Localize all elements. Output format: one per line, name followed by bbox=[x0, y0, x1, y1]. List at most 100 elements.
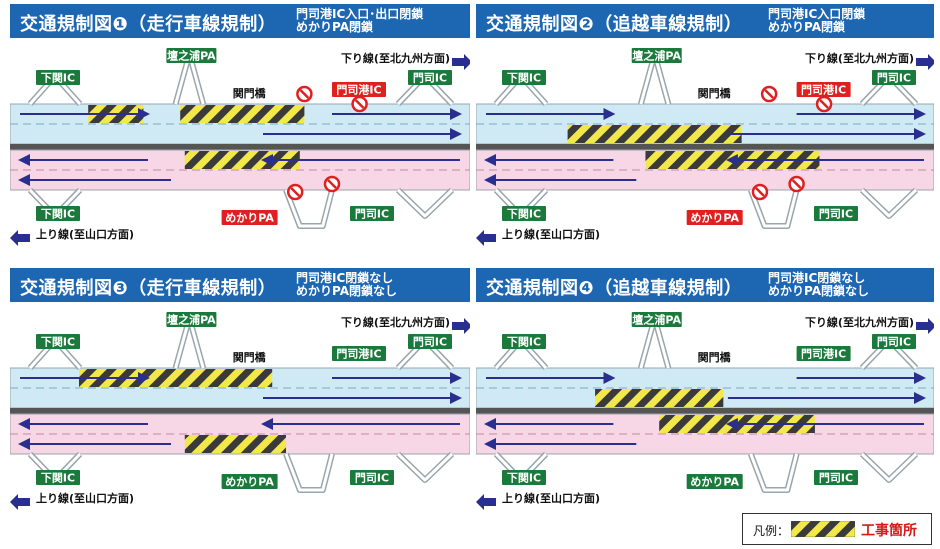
ic-label-shimonoseki-bottom-text: 下関IC bbox=[41, 208, 75, 221]
ramp-inner-5 bbox=[749, 189, 799, 228]
pa-label-dannoura-bg bbox=[631, 312, 682, 327]
ic-label-moji-bottom: 門司IC bbox=[350, 470, 394, 485]
pa-label-dannoura: 壇之浦PA bbox=[166, 312, 217, 327]
pa-label-dannoura-bg bbox=[166, 48, 217, 63]
ic-label-mojiko-text: 門司港IC bbox=[801, 83, 846, 97]
ic-label-mojiko: 門司港IC bbox=[332, 82, 386, 97]
ramp-inner-4 bbox=[860, 188, 918, 218]
closed-icon-mekari-b bbox=[788, 175, 805, 193]
ramp-inner-5 bbox=[284, 189, 334, 228]
ic-label-moji-bottom-text: 門司IC bbox=[355, 208, 389, 221]
down-lane-arrow bbox=[916, 54, 934, 70]
ic-label-shimonoseki-bottom-text: 下関IC bbox=[41, 472, 75, 485]
panel-header: 交通規制図❷（追越車線規制） 門司港IC入口閉鎖 めかりPA閉鎖 bbox=[476, 4, 934, 38]
ic-label-moji-top: 門司IC bbox=[408, 70, 452, 85]
closed-icon-mojiko-b-bar bbox=[819, 99, 829, 109]
panel-note: 門司港IC入口･出口閉鎖 めかりPA閉鎖 bbox=[296, 7, 424, 34]
legend-hatch-swatch bbox=[791, 521, 855, 537]
pa-label-mekari-text: めかりPA bbox=[690, 476, 739, 489]
ic-label-shimonoseki-top: 下関IC bbox=[36, 334, 80, 349]
construction-zone-0 bbox=[595, 389, 724, 407]
closed-icon-mojiko-a-bar bbox=[299, 89, 310, 99]
ic-label-mojiko-text: 門司港IC bbox=[336, 347, 381, 361]
bridge-label-kanmon: 関門橋 bbox=[233, 86, 267, 100]
construction-zone-1 bbox=[180, 105, 305, 123]
median bbox=[10, 144, 470, 150]
road-diagram: 下り線(至北九州方面)上り線(至山口方面)下関IC下関IC壇之浦PA関門橋門司I… bbox=[10, 312, 470, 510]
ic-label-moji-top-text: 門司IC bbox=[413, 72, 447, 85]
ic-label-shimonoseki-bottom-bg bbox=[36, 206, 80, 221]
ic-label-moji-top-bg bbox=[872, 334, 916, 349]
closed-icon-mojiko-b bbox=[351, 95, 368, 113]
ic-label-shimonoseki-top-text: 下関IC bbox=[41, 336, 75, 349]
down-lane-label: 下り線(至北九州方面) bbox=[341, 315, 450, 329]
ic-label-mojiko: 門司港IC bbox=[796, 346, 851, 361]
ic-label-moji-top-text: 門司IC bbox=[877, 336, 911, 349]
pa-label-mekari-bg bbox=[221, 474, 278, 489]
down-lane-arrow bbox=[916, 318, 934, 334]
pa-label-mekari-text: めかりPA bbox=[225, 476, 274, 489]
closed-icon-mekari-a bbox=[751, 183, 769, 201]
pa-label-dannoura-text: 壇之浦PA bbox=[632, 313, 681, 327]
ramp-inner-4 bbox=[396, 188, 454, 218]
pa-label-dannoura: 壇之浦PA bbox=[631, 312, 682, 327]
ic-label-shimonoseki-top-bg bbox=[36, 334, 80, 349]
pa-label-dannoura-text: 壇之浦PA bbox=[167, 313, 216, 327]
down-lane-arrow bbox=[452, 318, 470, 334]
ic-label-mojiko-text: 門司港IC bbox=[336, 83, 381, 97]
traffic-diagram-2: 交通規制図❷（追越車線規制） 門司港IC入口閉鎖 めかりPA閉鎖 下り線(至北九… bbox=[476, 4, 936, 266]
legend-label: 凡例： bbox=[753, 524, 790, 538]
ic-label-moji-bottom: 門司IC bbox=[814, 470, 858, 485]
pa-label-mekari-text: めかりPA bbox=[690, 212, 739, 225]
pa-label-mekari-bg bbox=[686, 210, 743, 225]
ramp-outline-4 bbox=[859, 187, 919, 219]
pa-label-dannoura-bg bbox=[631, 48, 682, 63]
ic-label-shimonoseki-bottom: 下関IC bbox=[502, 206, 546, 221]
road-diagram: 下り線(至北九州方面)上り線(至山口方面)下関IC下関IC壇之浦PA関門橋門司I… bbox=[476, 48, 934, 246]
construction-zone-0 bbox=[567, 125, 742, 143]
ic-label-moji-bottom: 門司IC bbox=[350, 206, 394, 221]
closed-icon-mojiko-a-bar bbox=[764, 89, 775, 99]
closed-icon-mojiko-b-bar bbox=[354, 99, 365, 109]
traffic-diagram-4: 交通規制図❹（追越車線規制） 門司港IC閉鎖なし めかりPA閉鎖なし 下り線(至… bbox=[476, 268, 936, 530]
ic-label-moji-bottom-bg bbox=[814, 470, 858, 485]
pa-label-dannoura-text: 壇之浦PA bbox=[167, 49, 216, 63]
up-lane-arrow bbox=[476, 230, 496, 246]
road-diagram: 下り線(至北九州方面)上り線(至山口方面)下関IC下関IC壇之浦PA関門橋門司I… bbox=[476, 312, 934, 510]
panel-header: 交通規制図❹（追越車線規制） 門司港IC閉鎖なし めかりPA閉鎖なし bbox=[476, 268, 934, 302]
ramp-inner-5 bbox=[749, 453, 799, 492]
up-lane-arrow bbox=[476, 494, 496, 510]
closed-icon-mojiko-a bbox=[760, 85, 778, 103]
closed-icon-mekari-a bbox=[286, 183, 304, 201]
ic-label-shimonoseki-bottom-text: 下関IC bbox=[507, 208, 541, 221]
closed-icon-mekari-b-bar bbox=[327, 179, 337, 189]
pa-label-mekari: めかりPA bbox=[686, 210, 743, 225]
pa-label-mekari-bg bbox=[221, 210, 278, 225]
panel-note: 門司港IC閉鎖なし めかりPA閉鎖なし bbox=[768, 271, 869, 298]
ic-label-moji-bottom: 門司IC bbox=[814, 206, 858, 221]
median bbox=[476, 144, 934, 150]
panel-note: 門司港IC入口閉鎖 めかりPA閉鎖 bbox=[768, 7, 866, 34]
bridge-label-kanmon: 関門橋 bbox=[698, 86, 732, 100]
ic-label-mojiko-bg bbox=[332, 82, 386, 97]
down-lane-arrow bbox=[452, 54, 470, 70]
up-lane-label: 上り線(至山口方面) bbox=[502, 227, 600, 241]
traffic-diagram-3: 交通規制図❸（走行車線規制） 門司港IC閉鎖なし めかりPA閉鎖なし 下り線(至… bbox=[10, 268, 470, 530]
ic-label-mojiko: 門司港IC bbox=[332, 346, 386, 361]
pa-label-mekari-text: めかりPA bbox=[225, 212, 274, 225]
legend-construction-text: 工事箇所 bbox=[861, 523, 917, 539]
ic-label-shimonoseki-bottom: 下関IC bbox=[36, 470, 80, 485]
ic-label-moji-bottom-bg bbox=[814, 206, 858, 221]
traffic-diagram-1: 交通規制図❶（走行車線規制） 門司港IC入口･出口閉鎖 めかりPA閉鎖 下り線(… bbox=[10, 4, 470, 266]
pa-label-dannoura-text: 壇之浦PA bbox=[632, 49, 681, 63]
closed-icon-mekari-a-bar bbox=[755, 187, 765, 197]
ramp-inner-5 bbox=[284, 453, 334, 492]
up-lane-arrow bbox=[10, 230, 30, 246]
ic-label-moji-top: 門司IC bbox=[408, 334, 452, 349]
road-diagram: 下り線(至北九州方面)上り線(至山口方面)下関IC下関IC壇之浦PA関門橋門司I… bbox=[10, 48, 470, 246]
ic-label-shimonoseki-bottom: 下関IC bbox=[36, 206, 80, 221]
ic-label-moji-top-bg bbox=[872, 70, 916, 85]
up-lane-label: 上り線(至山口方面) bbox=[502, 491, 600, 505]
panel-header: 交通規制図❶（走行車線規制） 門司港IC入口･出口閉鎖 めかりPA閉鎖 bbox=[10, 4, 470, 38]
pa-label-mekari-bg bbox=[686, 474, 743, 489]
